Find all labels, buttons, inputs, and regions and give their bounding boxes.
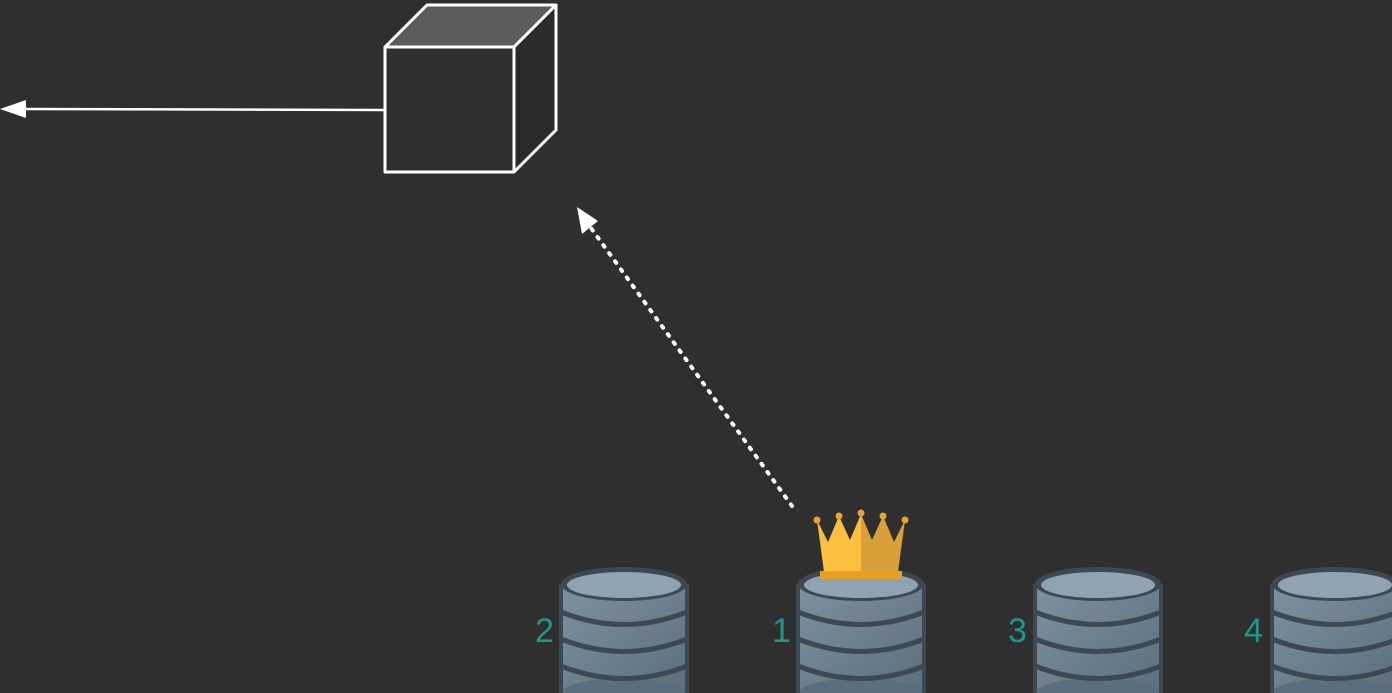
database-3-icon [1033,567,1163,693]
replication-arrow [577,207,794,508]
database-2-label: 2 [535,612,554,650]
database-3-label: 3 [1008,612,1027,650]
output-arrow [0,100,386,118]
cube-icon [383,3,558,174]
database-1-icon [796,567,926,693]
database-1-label: 1 [772,612,791,650]
database-2-icon [559,567,689,693]
database-4-label: 4 [1244,612,1263,650]
crown-icon [813,509,909,579]
database-4-icon [1270,567,1392,693]
